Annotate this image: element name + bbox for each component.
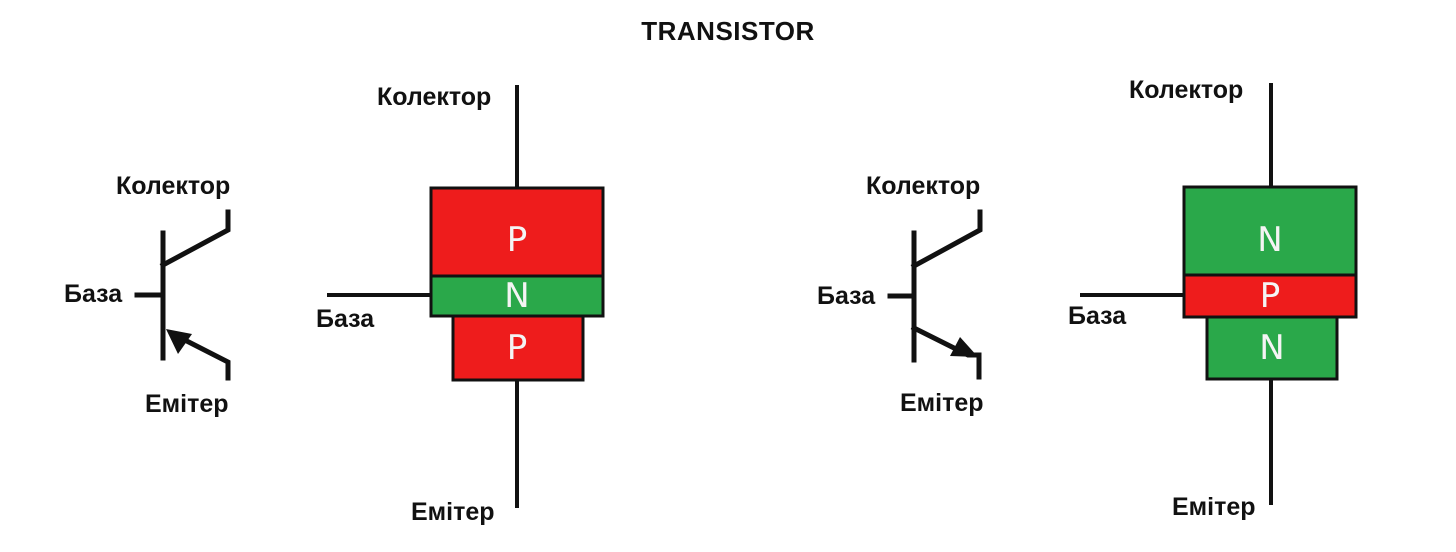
pnp-structure-emitter-label: Емітер — [411, 498, 495, 526]
pnp-symbol-collector-label: Колектор — [116, 172, 231, 200]
npn-structure-collector-label: Колектор — [1129, 76, 1244, 104]
pnp-layer-emitter-label: P — [507, 328, 528, 368]
pnp-symbol-base-label: База — [64, 280, 123, 308]
arrow-out-of-base-icon — [950, 337, 978, 357]
npn-symbol-emitter-label: Емітер — [900, 389, 984, 417]
pnp-structure-collector-label: Колектор — [377, 83, 492, 111]
npn-structure-base-label: База — [1068, 302, 1127, 330]
npn-layer-base-label: P — [1260, 276, 1281, 316]
npn-symbol — [887, 209, 983, 380]
pnp-layer-base-label: N — [504, 276, 529, 316]
npn-layer-collector-label: N — [1257, 220, 1282, 260]
pnp-layer-collector — [429, 186, 605, 278]
pnp-layer-collector-label: P — [507, 220, 528, 260]
pnp-symbol-emitter-lead — [171, 331, 231, 381]
npn-layer-emitter-label: N — [1259, 328, 1284, 368]
npn-layer-collector — [1182, 185, 1358, 277]
pnp-symbol — [134, 209, 231, 381]
pnp-structure: P N P — [327, 85, 605, 508]
npn-symbol-collector-label: Колектор — [866, 172, 981, 200]
npn-layer-emitter — [1205, 315, 1339, 381]
pnp-layer-emitter — [451, 314, 585, 382]
npn-symbol-collector-lead — [910, 209, 983, 270]
npn-symbol-base-label: База — [817, 282, 876, 310]
npn-structure-emitter-label: Емітер — [1172, 493, 1256, 521]
pnp-symbol-collector-lead — [159, 209, 231, 269]
pnp-layer-base — [429, 274, 605, 318]
arrow-into-base-icon — [166, 329, 192, 354]
npn-structure: N P N — [1080, 83, 1358, 505]
pnp-symbol-emitter-label: Емітер — [145, 390, 229, 418]
pnp-structure-base-label: База — [316, 305, 375, 333]
diagram-title: TRANSISTOR — [641, 16, 815, 46]
